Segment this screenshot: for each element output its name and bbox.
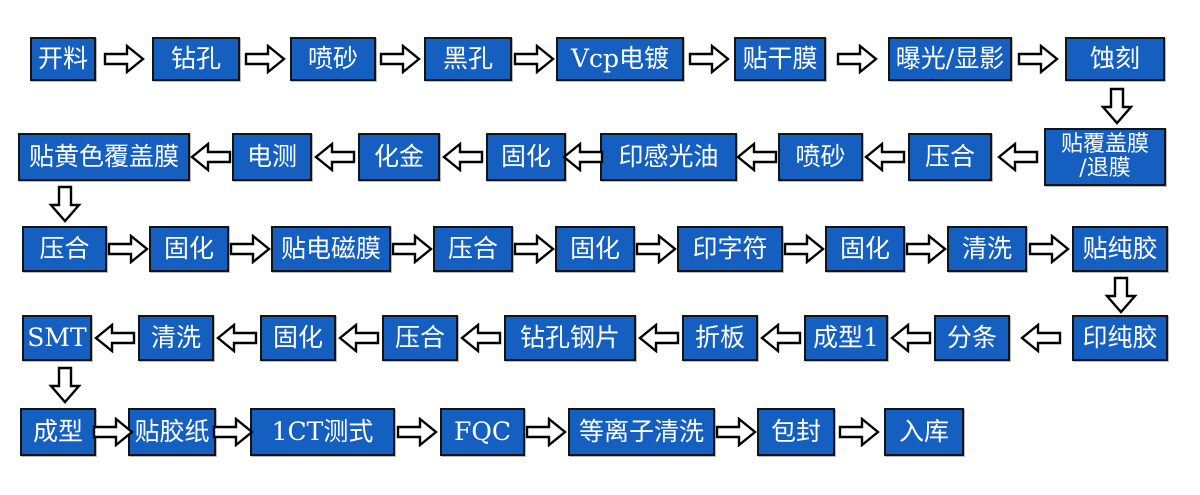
arrow-right-icon (905, 234, 947, 264)
arrow-left-icon (460, 323, 502, 353)
arrow-right-icon (212, 417, 254, 447)
flow-step: 电测 (232, 133, 312, 181)
arrow-left-icon (190, 142, 232, 172)
arrow-down-icon (48, 366, 82, 404)
arrow-left-icon (94, 323, 136, 353)
flow-step: 曝光/显影 (888, 37, 1012, 81)
flow-step: 固化 (260, 315, 336, 361)
flow-step: 贴黄色覆盖膜 (18, 133, 190, 181)
flow-step: 包封 (757, 408, 835, 456)
flow-step: 喷砂 (778, 133, 863, 181)
flow-step: 钻孔钢片 (504, 315, 636, 361)
arrow-left-icon (562, 142, 604, 172)
arrow-right-icon (1017, 44, 1059, 74)
flow-step: 开料 (30, 37, 96, 81)
arrow-right-icon (396, 417, 438, 447)
flow-step: 等离子清洗 (568, 408, 715, 456)
arrow-down-icon (1100, 87, 1134, 125)
flow-step: 贴电磁膜 (271, 226, 391, 272)
flow-step: 清洗 (947, 226, 1027, 272)
flow-step: 固化 (825, 226, 905, 272)
flow-step: 成型 (20, 408, 96, 456)
flow-step: 入库 (884, 408, 964, 456)
flow-step: 贴纯胶 (1072, 226, 1168, 272)
arrow-right-icon (244, 44, 286, 74)
flow-step: SMT (22, 315, 92, 361)
arrow-right-icon (1028, 234, 1070, 264)
arrow-down-icon (1104, 276, 1138, 314)
arrow-left-icon (338, 323, 380, 353)
arrow-right-icon (688, 44, 730, 74)
flow-step: 压合 (22, 226, 107, 272)
flow-step: 成型1 (804, 315, 888, 361)
arrow-right-icon (525, 417, 567, 447)
arrow-down-icon (48, 185, 82, 223)
flow-step: 清洗 (138, 315, 214, 361)
arrow-right-icon (229, 234, 271, 264)
arrow-right-icon (513, 44, 555, 74)
arrow-left-icon (997, 142, 1039, 172)
flow-step: 钻孔 (152, 37, 240, 81)
arrow-right-icon (513, 234, 555, 264)
arrow-right-icon (838, 417, 880, 447)
arrow-left-icon (216, 323, 258, 353)
arrow-left-icon (314, 142, 356, 172)
flow-step: 固化 (555, 226, 635, 272)
flow-step: 化金 (358, 133, 440, 181)
flow-step: Vcp电镀 (556, 37, 684, 81)
arrow-left-icon (890, 323, 932, 353)
flow-step: 压合 (433, 226, 513, 272)
arrow-left-icon (1020, 323, 1062, 353)
flow-step: 压合 (908, 133, 992, 181)
flow-step: 分条 (934, 315, 1010, 361)
arrow-left-icon (864, 142, 906, 172)
arrow-left-icon (638, 323, 680, 353)
flow-step: 贴覆盖膜 /退膜 (1044, 128, 1166, 186)
arrow-right-icon (107, 234, 149, 264)
arrow-right-icon (783, 234, 825, 264)
arrow-right-icon (391, 234, 433, 264)
arrow-right-icon (635, 234, 677, 264)
flow-step: 蚀刻 (1065, 37, 1165, 81)
flow-step: 黑孔 (424, 37, 512, 81)
arrow-left-icon (760, 323, 802, 353)
arrow-left-icon (736, 142, 778, 172)
flow-step: 贴胶纸 (128, 408, 216, 456)
flow-step: 压合 (382, 315, 458, 361)
flow-step: 1CT测式 (250, 408, 395, 456)
arrow-right-icon (92, 417, 134, 447)
flow-step: 印纯胶 (1072, 315, 1168, 361)
arrow-right-icon (836, 44, 878, 74)
arrow-right-icon (103, 44, 145, 74)
flow-step: 印字符 (677, 226, 783, 272)
flow-step: FQC (440, 408, 525, 456)
arrow-right-icon (715, 417, 757, 447)
flow-step: 折板 (682, 315, 758, 361)
flow-step: 贴干膜 (734, 37, 826, 81)
flow-step: 固化 (486, 133, 566, 181)
flow-step: 固化 (149, 226, 229, 272)
arrow-right-icon (379, 44, 421, 74)
arrow-left-icon (442, 142, 484, 172)
flow-step: 印感光油 (600, 133, 737, 181)
flow-step: 喷砂 (290, 37, 376, 81)
